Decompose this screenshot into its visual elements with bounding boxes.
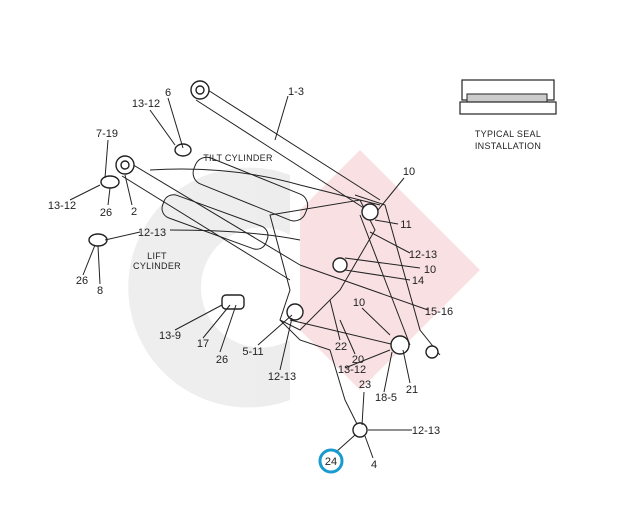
callout-10: 10 (403, 166, 415, 178)
watermark-logo (128, 150, 480, 408)
lift-cylinder-label: LIFT (147, 251, 167, 261)
callout-4: 4 (371, 459, 377, 471)
seal-caption-line1: TYPICAL SEAL (475, 129, 541, 139)
callout-2: 2 (131, 206, 137, 218)
callout-13-12: 13-12 (338, 364, 366, 376)
callout-12-13: 12-13 (268, 371, 296, 383)
callout-1-3: 1-3 (288, 86, 304, 98)
callout-14: 14 (412, 275, 424, 287)
callout-12-13: 12-13 (412, 425, 440, 437)
callout-10: 10 (353, 297, 365, 309)
callout-labels: 6 1-3 13-12 7-19 TILT CYLINDER 13-12 26 … (48, 86, 453, 474)
callout-7-19: 7-19 (96, 128, 118, 140)
typical-seal-inset: TYPICAL SEAL INSTALLATION (459, 79, 557, 151)
callout-20: 20 (352, 354, 364, 366)
callout-23: 23 (359, 379, 371, 391)
callout-26: 26 (76, 275, 88, 287)
callout-12-13: 12-13 (409, 249, 437, 261)
callout-5-11: 5-11 (242, 346, 263, 358)
callout-18-5: 18-5 (375, 392, 397, 404)
callout-22: 22 (335, 341, 347, 353)
leader-lines (69, 95, 429, 459)
callout-26: 26 (100, 207, 112, 219)
callout-24-highlighted[interactable]: 24 (325, 456, 337, 468)
tilt-cylinder-label: TILT CYLINDER (203, 153, 273, 163)
callout-21: 21 (406, 384, 418, 396)
seal-caption-line2: INSTALLATION (475, 141, 541, 151)
callout-10: 10 (424, 264, 436, 276)
lift-cylinder-label-2: CYLINDER (133, 261, 181, 271)
callout-11: 11 (400, 219, 411, 231)
callout-13-12: 13-12 (132, 98, 160, 110)
callout-13-9: 13-9 (159, 330, 181, 342)
callout-17: 17 (197, 338, 209, 350)
callout-26: 26 (216, 354, 228, 366)
callout-8: 8 (97, 285, 103, 297)
callout-15-16: 15-16 (425, 306, 453, 318)
highlight-ring (318, 448, 344, 474)
callout-6: 6 (165, 87, 171, 99)
callout-12-13: 12-13 (138, 227, 166, 239)
callout-13-12: 13-12 (48, 200, 76, 212)
